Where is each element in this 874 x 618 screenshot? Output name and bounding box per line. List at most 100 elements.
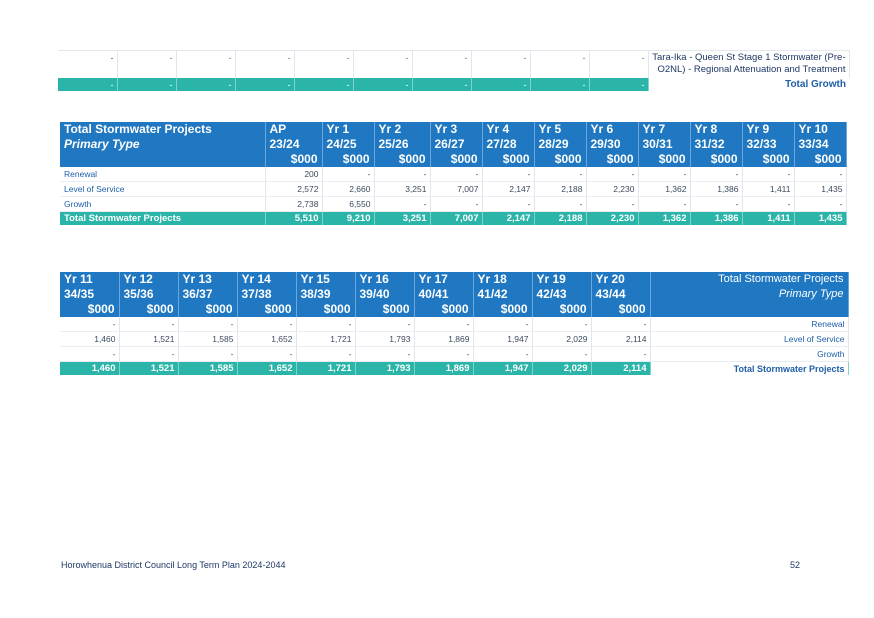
total-value-cell: 1,521 <box>119 361 179 375</box>
value-cell: 2,029 <box>532 331 592 347</box>
value-cell: 2,660 <box>322 181 375 197</box>
column-header-yr: Yr 1 <box>322 122 375 137</box>
column-header-unit: $000 <box>794 152 847 167</box>
value-cell: - <box>60 346 120 362</box>
description-value-cell: - <box>353 50 413 78</box>
column-header-unit: $000 <box>638 152 691 167</box>
total-value-cell: 9,210 <box>322 211 375 225</box>
value-cell: - <box>586 196 639 212</box>
total-value-cell: 2,230 <box>586 211 639 225</box>
value-cell: - <box>430 167 483 182</box>
value-cell: - <box>534 196 587 212</box>
column-header-period: 43/44 <box>591 287 651 302</box>
total-value-cell: 2,029 <box>532 361 592 375</box>
column-header-unit: $000 <box>430 152 483 167</box>
value-cell: - <box>532 346 592 362</box>
total-value-cell: 1,652 <box>237 361 297 375</box>
column-header-unit: $000 <box>742 152 795 167</box>
column-header-unit: $000 <box>322 152 375 167</box>
header-blank <box>60 152 266 167</box>
total-growth-label: Total Growth <box>648 78 849 91</box>
value-cell: - <box>482 196 535 212</box>
value-cell: - <box>482 167 535 182</box>
column-header-yr: Yr 18 <box>473 272 533 287</box>
value-cell: - <box>355 317 415 332</box>
value-cell: - <box>532 317 592 332</box>
total-value-cell: 1,721 <box>296 361 356 375</box>
description-value-cell: - <box>294 50 354 78</box>
total-row-label: Total Stormwater Projects <box>650 361 849 375</box>
total-value-cell: 1,869 <box>414 361 474 375</box>
total-value-cell: 5,510 <box>265 211 323 225</box>
row-label: Renewal <box>60 167 266 182</box>
description-value-cell: - <box>58 50 118 78</box>
value-cell: - <box>534 167 587 182</box>
column-header-unit: $000 <box>591 302 651 317</box>
value-cell: - <box>237 346 297 362</box>
value-cell: 1,652 <box>237 331 297 347</box>
total-value-cell: 1,411 <box>742 211 795 225</box>
value-cell: - <box>119 346 179 362</box>
value-cell: - <box>178 317 238 332</box>
row-label: Level of Service <box>60 181 266 197</box>
column-header-yr: Yr 4 <box>482 122 535 137</box>
column-header-unit: $000 <box>355 302 415 317</box>
value-cell: 1,721 <box>296 331 356 347</box>
total-value-cell: 1,362 <box>638 211 691 225</box>
column-header-unit: $000 <box>374 152 431 167</box>
total-growth-value-cell: - <box>58 78 118 91</box>
column-header-yr: Yr 20 <box>591 272 651 287</box>
value-cell: 1,585 <box>178 331 238 347</box>
column-header-yr: Yr 8 <box>690 122 743 137</box>
value-cell: 3,251 <box>374 181 431 197</box>
value-cell: 2,572 <box>265 181 323 197</box>
value-cell: 2,188 <box>534 181 587 197</box>
total-growth-value-cell: - <box>294 78 354 91</box>
value-cell: - <box>237 317 297 332</box>
value-cell: - <box>591 317 651 332</box>
value-cell: - <box>473 317 533 332</box>
column-header-period: 39/40 <box>355 287 415 302</box>
column-header-yr: Yr 9 <box>742 122 795 137</box>
value-cell: - <box>473 346 533 362</box>
column-header-period: 40/41 <box>414 287 474 302</box>
column-header-yr: Yr 12 <box>119 272 179 287</box>
column-header-yr: Yr 17 <box>414 272 474 287</box>
total-growth-value-cell: - <box>471 78 531 91</box>
column-header-period: 33/34 <box>794 137 847 152</box>
value-cell: - <box>322 167 375 182</box>
description-value-cell: - <box>176 50 236 78</box>
value-cell: - <box>638 167 691 182</box>
total-value-cell: 2,114 <box>591 361 651 375</box>
column-header-unit: $000 <box>586 152 639 167</box>
value-cell: - <box>119 317 179 332</box>
total-growth-value-cell: - <box>530 78 590 91</box>
value-cell: - <box>414 346 474 362</box>
column-header-unit: $000 <box>265 152 323 167</box>
column-header-yr: Yr 5 <box>534 122 587 137</box>
column-header-period: 32/33 <box>742 137 795 152</box>
column-header-yr: Yr 3 <box>430 122 483 137</box>
value-cell: 2,114 <box>591 331 651 347</box>
column-header-yr: Yr 6 <box>586 122 639 137</box>
column-header-period: 37/38 <box>237 287 297 302</box>
table-subtitle: Primary Type <box>60 137 266 152</box>
value-cell: - <box>690 196 743 212</box>
value-cell: 200 <box>265 167 323 182</box>
total-growth-row: ----------Total Growth <box>58 78 849 91</box>
header-row-unit: $000$000$000$000$000$000$000$000$000$000… <box>60 152 847 167</box>
column-header-yr: Yr 14 <box>237 272 297 287</box>
column-header-period: 26/27 <box>430 137 483 152</box>
total-value-cell: 1,793 <box>355 361 415 375</box>
column-header-unit: $000 <box>237 302 297 317</box>
value-cell: - <box>586 167 639 182</box>
column-header-period: 25/26 <box>374 137 431 152</box>
project-description: Tara-Ika - Queen St Stage 1 Stormwater (… <box>648 50 850 78</box>
